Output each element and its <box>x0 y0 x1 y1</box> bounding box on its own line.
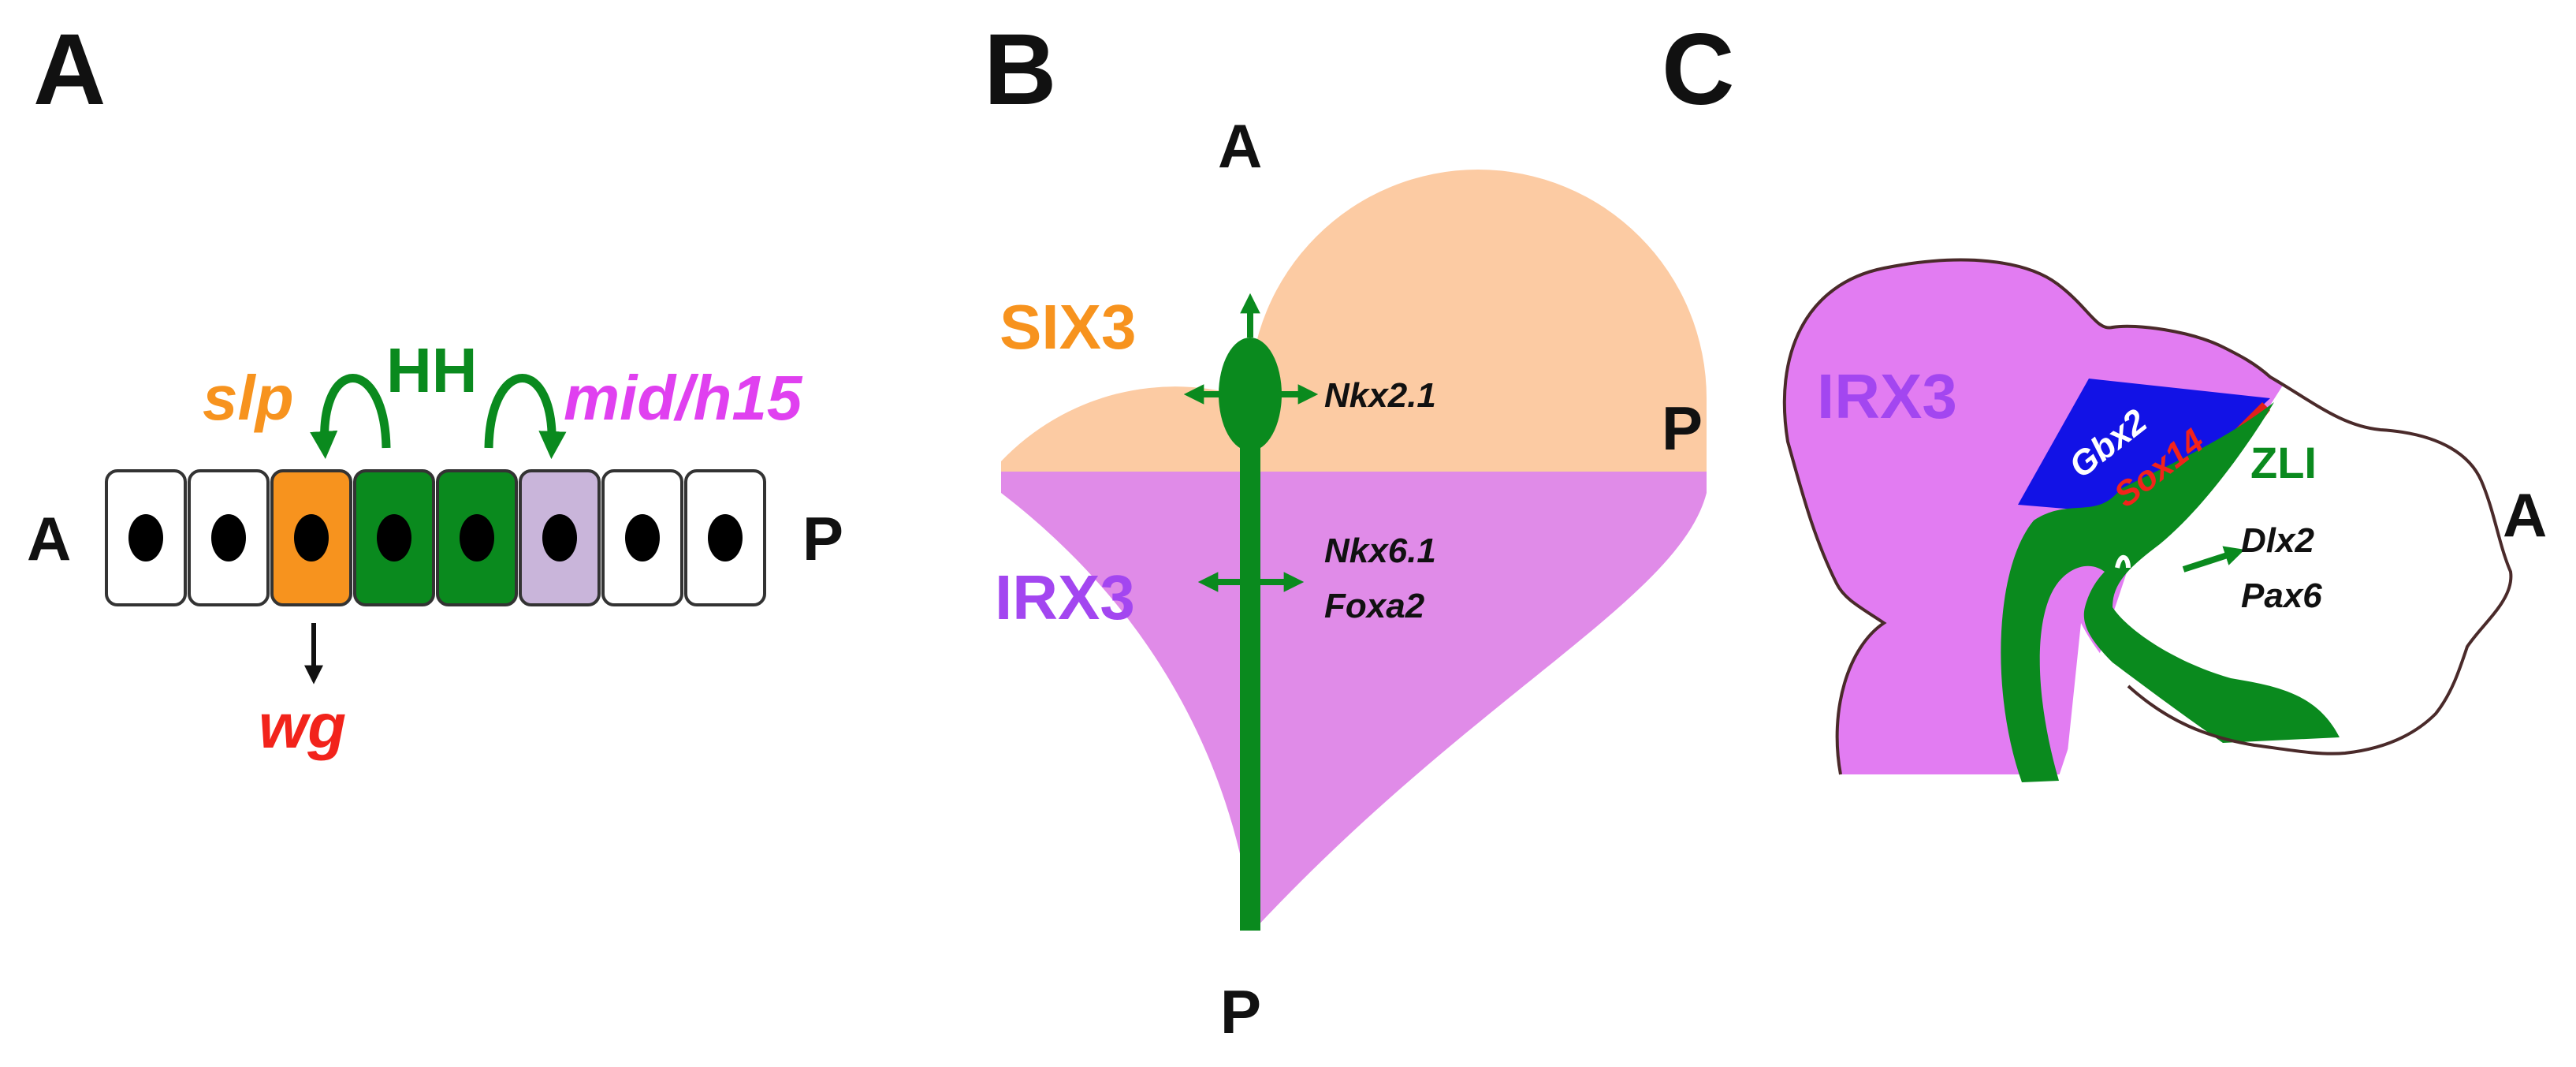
nkx21-label: Nkx2.1 <box>1324 376 1436 415</box>
hh-label: HH <box>386 335 478 405</box>
irx3-label: IRX3 <box>995 562 1135 632</box>
panel-b-anterior-label: A <box>1218 111 1262 181</box>
cell <box>684 469 766 606</box>
irx3-region <box>1784 259 2333 774</box>
cell <box>105 469 187 606</box>
cell-hh <box>436 469 518 606</box>
zli-signal-arrow <box>2182 546 2245 573</box>
nkx61-label: Nkx6.1 <box>1324 532 1436 570</box>
floor-plate <box>1240 379 1260 931</box>
dlx2-label: Dlx2 <box>2241 521 2314 560</box>
zli-domain <box>2001 402 2340 782</box>
panel-c-posterior-label: P <box>1662 394 1703 463</box>
mid-h15-label: mid/h15 <box>564 363 803 433</box>
gbx2-domain <box>2018 379 2270 513</box>
panel-c: C P A IRX3 Gbx2 Sox14 ZLI Dlx2 Pax6 <box>1662 13 2547 782</box>
slp-label: slp <box>203 363 294 433</box>
panel-a-anterior-label: A <box>27 504 71 573</box>
cell-row <box>105 469 766 606</box>
panel-b-letter: B <box>984 13 1056 126</box>
cell <box>188 469 270 606</box>
cell <box>601 469 683 606</box>
pax6-label: Pax6 <box>2241 576 2322 615</box>
cell-hh <box>353 469 435 606</box>
brain-outline <box>1782 258 2513 775</box>
six3-label: SIX3 <box>1000 292 1136 362</box>
panel-a-letter: A <box>33 13 106 126</box>
foxa2-label: Foxa2 <box>1324 587 1425 625</box>
wg-label: wg <box>259 691 346 761</box>
cell-mid-h15 <box>519 469 601 606</box>
panel-a: A A P <box>27 13 843 761</box>
cell-slp <box>270 469 352 606</box>
zli-label: ZLI <box>2250 438 2317 487</box>
irx3-label: IRX3 <box>1817 361 1957 431</box>
panel-c-anterior-label: A <box>2503 480 2547 550</box>
hh-to-mid-arrow <box>484 374 567 460</box>
panel-b-posterior-label: P <box>1220 977 1261 1046</box>
panel-b: B A P SIX3 IRX3 Nkx2.1 Nkx6.1 Foxa2 <box>984 13 1707 1046</box>
panel-a-posterior-label: P <box>802 504 843 573</box>
hh-to-slp-arrow <box>310 374 391 460</box>
panel-c-letter: C <box>1662 13 1734 126</box>
